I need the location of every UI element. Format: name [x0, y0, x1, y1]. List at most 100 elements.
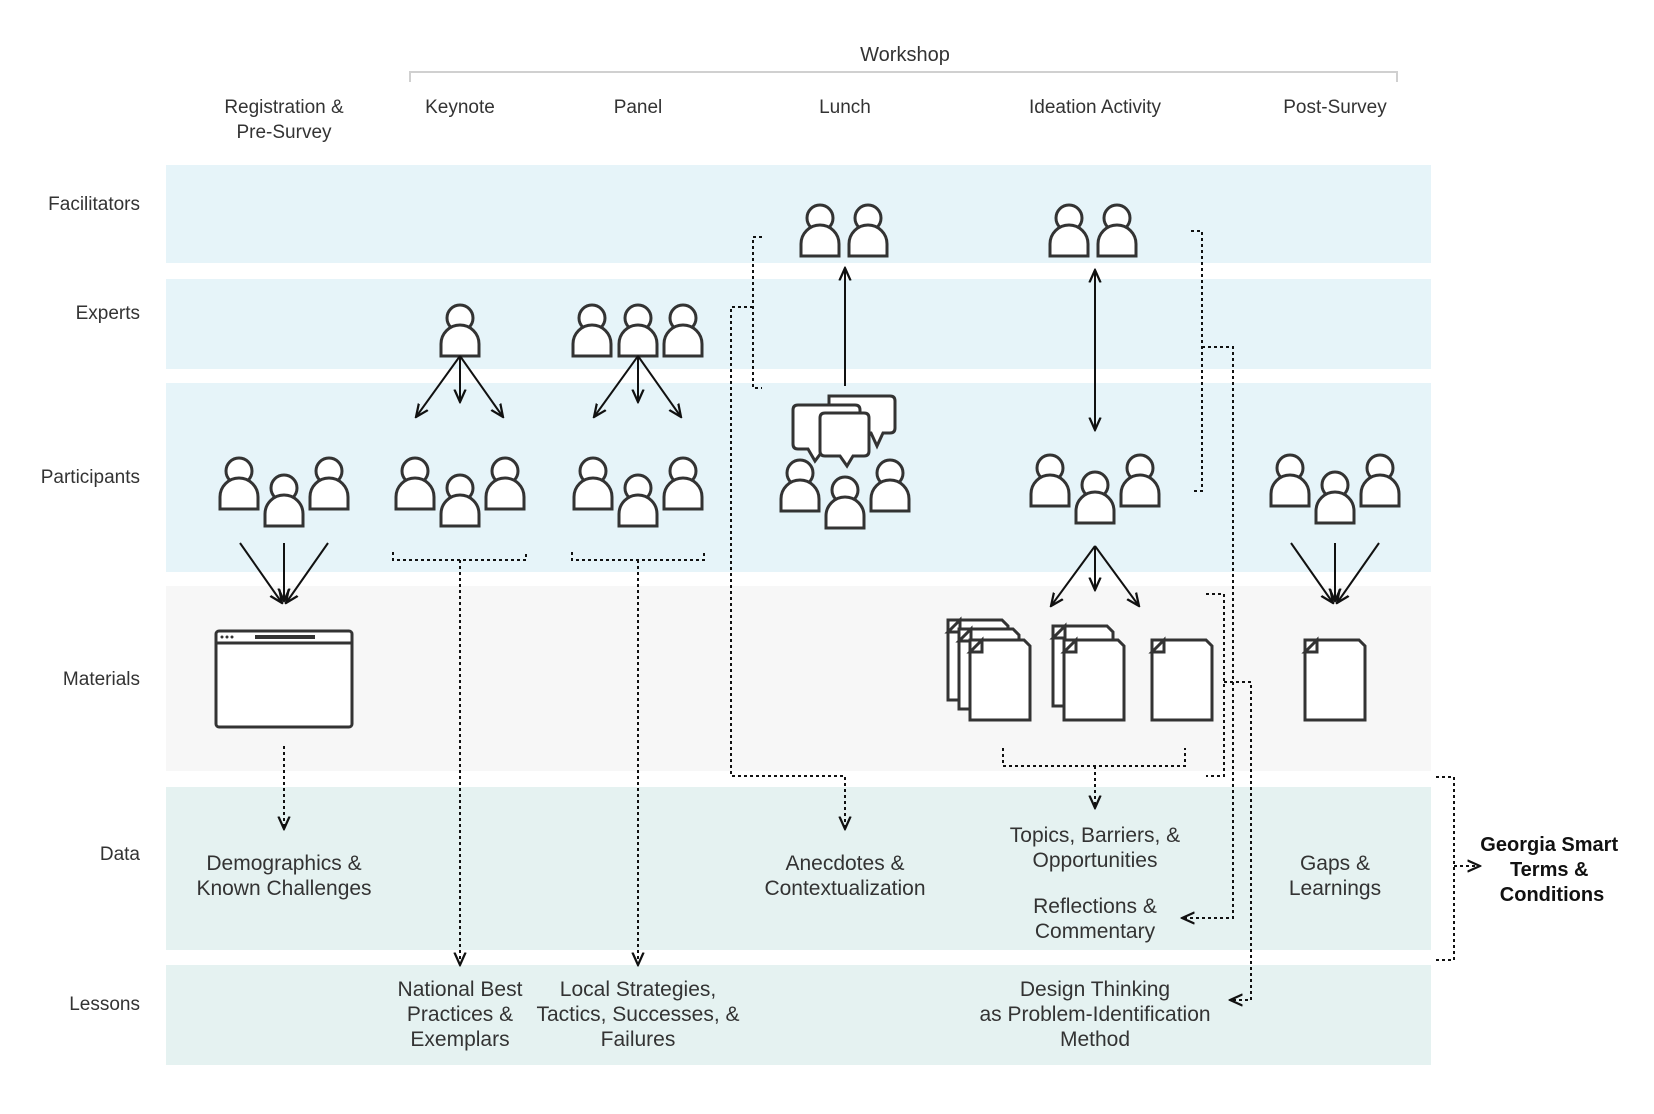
data-output-gaps-line: Learnings [1289, 877, 1381, 900]
data-output-anecdotes-line: Anecdotes & [785, 852, 904, 875]
conclusion-line: Georgia Smart [1480, 834, 1618, 856]
phase-label-line: Ideation Activity [1029, 97, 1162, 118]
participant-person-icon [394, 456, 436, 511]
flow-arrow [1094, 545, 1139, 606]
lesson-output-local: Local Strategies,Tactics, Successes, &Fa… [536, 978, 739, 1051]
row-label-participants: Participants [41, 467, 140, 488]
lesson-output-design-thinking-line: Design Thinking [1020, 978, 1170, 1001]
row-label-data: Data [100, 844, 141, 865]
flow-arrow [1337, 542, 1380, 603]
lesson-output-design-thinking-line: as Problem-Identification [979, 1003, 1210, 1026]
conclusion-label: Georgia Smart Terms & Conditions [1480, 834, 1623, 906]
data-output-anecdotes: Anecdotes &Contextualization [764, 852, 925, 900]
lesson-output-national-line: National Best [398, 978, 523, 1001]
flow-arrow [637, 355, 681, 417]
band-lessons [166, 965, 1431, 1065]
phase-label-lunch: Lunch [819, 97, 871, 118]
row-label-lessons: Lessons [69, 994, 140, 1015]
data-output-anecdotes-line: Contextualization [764, 877, 925, 900]
participant-person-icon [1029, 453, 1071, 508]
data-output-gaps-line: Gaps & [1300, 852, 1370, 875]
phase-label-registration: Registration & Pre-Survey [224, 97, 344, 143]
row-label-facilitators: Facilitators [48, 194, 140, 215]
participant-person-icon [1314, 470, 1356, 525]
dotted-connector [1224, 681, 1252, 1000]
dotted-connector [1191, 230, 1203, 492]
workshop-bracket [409, 71, 1398, 82]
data-output-demographics-line: Demographics & [206, 852, 361, 875]
lesson-output-national-line: Exemplars [410, 1028, 509, 1051]
participant-person-icon [617, 473, 659, 528]
dotted-connectors [284, 230, 1480, 1000]
phase-label-line: Registration & [224, 97, 344, 118]
lesson-output-design-thinking-line: Method [1060, 1028, 1130, 1051]
expert-person-icon [617, 303, 659, 358]
lesson-output-local-line: Failures [601, 1028, 676, 1051]
participant-person-icon [1074, 470, 1116, 525]
output-labels: Demographics &Known Challenges Anecdotes … [196, 824, 1381, 1051]
expert-person-icon [439, 303, 481, 358]
data-output-topics-line: Opportunities [1033, 849, 1158, 872]
data-output-topics: Topics, Barriers, &Opportunities [1010, 824, 1180, 872]
dotted-connector [1436, 776, 1455, 961]
document-icon [1150, 638, 1214, 722]
participant-person-icon [1119, 453, 1161, 508]
phase-label-line: Pre-Survey [236, 122, 332, 143]
document-icon [1062, 638, 1126, 722]
band-facilitators [166, 165, 1431, 263]
band-data [166, 787, 1431, 950]
flow-arrow [594, 355, 639, 417]
flow-arrow [1051, 545, 1096, 606]
participant-person-icon [218, 456, 260, 511]
expert-person-icon [662, 303, 704, 358]
flow-arrow [459, 355, 503, 417]
phase-label-line: Keynote [425, 97, 495, 118]
lesson-output-national-line: Practices & [407, 1003, 513, 1026]
facilitator-person-icon [1048, 203, 1090, 258]
expert-person-icon [571, 303, 613, 358]
conclusion-line: Terms & [1510, 859, 1589, 881]
data-output-reflections-line: Reflections & [1033, 895, 1157, 918]
facilitator-person-icon [847, 203, 889, 258]
participant-person-icon [484, 456, 526, 511]
participant-person-icon [1269, 453, 1311, 508]
flow-arrows [239, 268, 1380, 606]
band-experts [166, 279, 1431, 369]
phase-label-line: Post-Survey [1283, 97, 1387, 118]
lunch-chat-bubbles-icon [791, 394, 897, 469]
flow-arrow [1290, 542, 1333, 603]
participant-person-icon [263, 473, 305, 528]
flow-arrow [239, 542, 282, 603]
flow-arrow [416, 355, 461, 417]
row-label-experts: Experts [76, 303, 140, 324]
facilitator-person-icon [799, 203, 841, 258]
dotted-connector [730, 306, 845, 829]
phase-label-ideation: Ideation Activity [1029, 97, 1162, 118]
data-output-topics-line: Topics, Barriers, & [1010, 824, 1180, 847]
conclusion-line: Conditions [1500, 884, 1604, 906]
workshop-label: Workshop [860, 44, 950, 66]
participant-person-icon [572, 456, 614, 511]
participant-person-icon [824, 475, 866, 530]
phase-label-line: Lunch [819, 97, 871, 118]
participant-person-icon [308, 456, 350, 511]
document-icon [968, 638, 1032, 722]
participant-person-icon [869, 458, 911, 513]
band-materials [166, 586, 1431, 771]
registration-browser-icon [214, 629, 354, 729]
flow-arrow [286, 542, 329, 603]
workshop-header: Workshop [409, 44, 1398, 82]
svg-text:Georgia Smart Terms &: Georgia Smart Terms & Conditions [1480, 834, 1623, 906]
dotted-connector [1206, 593, 1225, 777]
facilitator-person-icon [1096, 203, 1138, 258]
document-icon [1303, 638, 1367, 722]
data-output-demographics: Demographics &Known Challenges [196, 852, 371, 900]
row-labels: FacilitatorsExpertsParticipantsMaterials… [41, 194, 141, 1015]
phase-label-keynote: Keynote [425, 97, 495, 118]
row-bands [166, 165, 1431, 1065]
data-output-reflections-line: Commentary [1035, 920, 1156, 943]
participant-person-icon [1359, 453, 1401, 508]
participant-person-icon [662, 456, 704, 511]
